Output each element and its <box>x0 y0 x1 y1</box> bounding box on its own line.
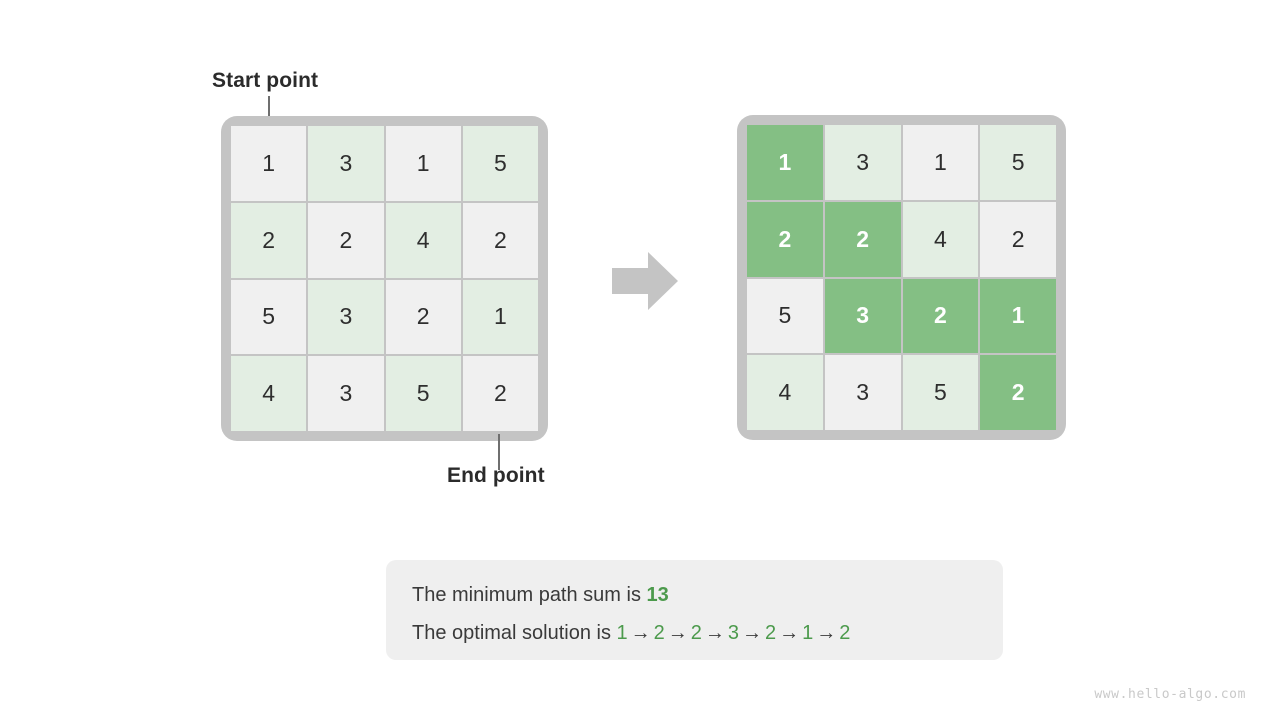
end-point-leader-line <box>498 434 500 470</box>
grid-cell: 4 <box>747 355 823 430</box>
grid-cell: 1 <box>385 126 461 201</box>
grid-cell: 3 <box>308 356 384 431</box>
start-point-label: Start point <box>212 69 319 92</box>
path-step-value: 3 <box>727 622 740 644</box>
caption-panel: The minimum path sum is 13 The optimal s… <box>386 560 1003 660</box>
grid-cell: 3 <box>824 125 901 200</box>
grid-cell: 1 <box>747 125 823 200</box>
end-point-label: End point <box>447 464 545 487</box>
caption-line-sum: The minimum path sum is 13 <box>412 576 1003 614</box>
grid-cell: 1 <box>902 125 979 200</box>
grid-cell: 5 <box>980 125 1056 200</box>
grid-cell: 5 <box>385 356 461 431</box>
path-arrow-glyph: → <box>630 622 651 644</box>
grid-cell: 2 <box>980 201 1056 277</box>
path-step-value: 2 <box>765 622 777 644</box>
grid-cell: 5 <box>462 126 538 201</box>
grid-cell: 3 <box>824 278 901 354</box>
caption-path-prefix: The optimal solution is <box>412 622 617 644</box>
caption-path-sequence: 1→2→2→3→2→1→2 <box>617 622 851 644</box>
grid-cell: 2 <box>824 201 901 277</box>
grid-cell: 2 <box>462 356 538 431</box>
grid-cell: 2 <box>902 278 979 354</box>
path-step-value: 2 <box>653 622 665 644</box>
path-step-value: 1 <box>802 622 814 644</box>
grid-cell: 2 <box>462 202 538 278</box>
grid-cell: 5 <box>231 279 307 355</box>
grid-cell: 2 <box>231 202 307 278</box>
path-arrow-glyph: → <box>779 622 800 644</box>
grid-cell: 5 <box>747 278 823 354</box>
path-step-value: 2 <box>839 622 851 644</box>
grid-cell: 3 <box>308 126 384 201</box>
path-arrow-glyph: → <box>742 622 763 644</box>
grid-cell: 4 <box>385 202 461 278</box>
arrow-right-icon <box>612 252 678 310</box>
path-arrow-glyph: → <box>667 622 688 644</box>
grid-cell: 2 <box>980 355 1056 430</box>
grid-cell: 3 <box>308 279 384 355</box>
grid-cell: 4 <box>231 356 307 431</box>
caption-sum-prefix: The minimum path sum is <box>412 584 647 606</box>
grid-cell: 1 <box>980 278 1056 354</box>
grid-cell: 2 <box>385 279 461 355</box>
caption-sum-value: 13 <box>646 584 669 606</box>
caption-line-path: The optimal solution is 1→2→2→3→2→1→2 <box>412 614 1003 652</box>
path-arrow-glyph: → <box>816 622 837 644</box>
path-step-value: 1 <box>616 622 628 644</box>
grid-cell: 5 <box>902 355 979 430</box>
grid-cell: 1 <box>462 279 538 355</box>
grid-cell: 3 <box>824 355 901 430</box>
watermark: www.hello-algo.com <box>1094 687 1246 702</box>
grid-cell: 2 <box>308 202 384 278</box>
grid-cell: 2 <box>747 201 823 277</box>
grid-cell: 1 <box>231 126 307 201</box>
path-arrow-glyph: → <box>704 622 725 644</box>
path-step-value: 2 <box>690 622 702 644</box>
grid-cell: 4 <box>902 201 979 277</box>
